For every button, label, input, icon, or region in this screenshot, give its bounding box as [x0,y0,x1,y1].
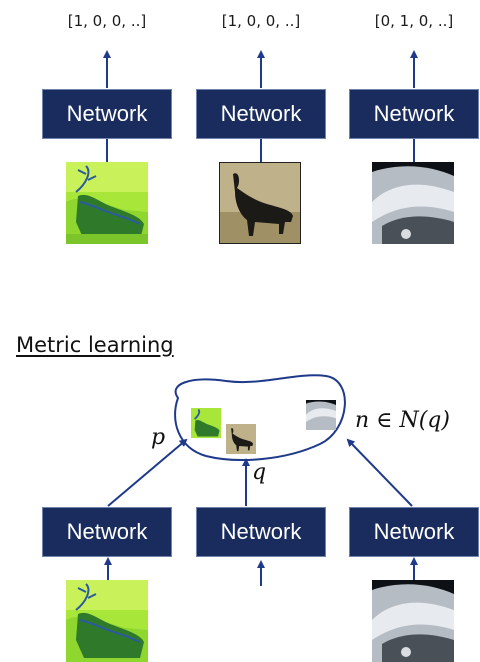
deer-image [219,162,301,244]
embedding-ellipse [174,374,346,461]
network-box-2: Network [196,89,326,139]
network-box-1: Network [42,89,172,139]
label-q: q [252,460,267,485]
network-box-5: Network [196,507,326,557]
label-p: p [151,425,166,450]
output-label-3: [0, 1, 0, ..] [374,12,454,30]
arrow-n [346,438,413,507]
network-box-4: Network [42,507,172,557]
deer-augmented-image [66,162,148,244]
embedded-deer [226,424,256,454]
car-image-bottom [372,580,454,662]
embedded-car [306,400,336,430]
output-label-1: [1, 0, 0, ..] [67,12,147,30]
output-label-2: [1, 0, 0, ..] [221,12,301,30]
car-image [372,162,454,244]
metric-learning-title: Metric learning [16,333,174,357]
network-box-3: Network [349,89,479,139]
network-box-6: Network [349,507,479,557]
label-n-in-nq: n ∈ N(q) [355,408,450,433]
embedded-deer-augmented [191,408,221,438]
arrow-p [107,438,188,507]
deer-augmented-image-bottom [66,580,148,662]
